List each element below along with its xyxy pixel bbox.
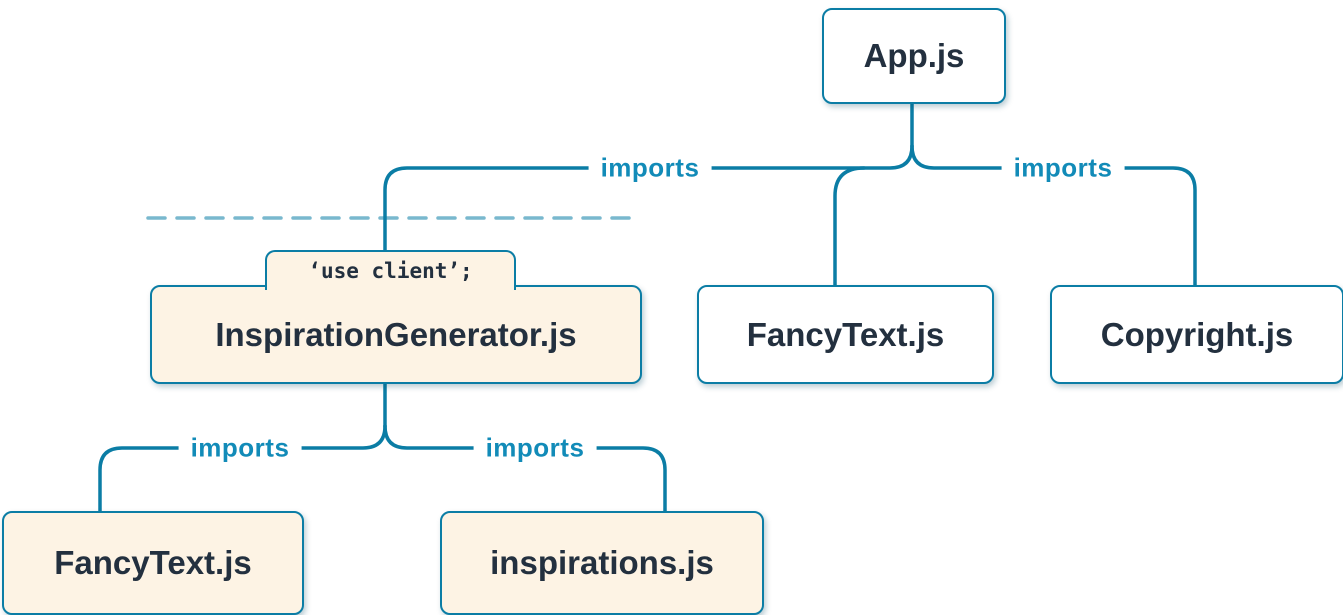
node-app-label: App.js [863,37,965,74]
edge-app-to-copyright [910,144,1197,289]
node-fancytext-top: FancyText.js [697,285,994,384]
edge-label-app-inspirationgenerator: imports [588,152,712,184]
edge-label-inspirationgenerator-inspirations: imports [473,432,597,464]
edge-inspirationgenerator-to-inspirations [383,424,667,515]
node-inspiration-generator-label: InspirationGenerator.js [215,315,577,353]
node-app: App.js [822,8,1006,104]
edge-label-inspirationgenerator-fancytext: imports [178,432,302,464]
use-client-directive-label: ‘use client’; [308,259,473,283]
node-inspiration-generator: InspirationGenerator.js [150,285,642,384]
node-inspirations: inspirations.js [440,511,764,615]
edge-app-to-fancytext [833,166,866,289]
node-fancytext-bottom: FancyText.js [2,511,304,615]
node-fancytext-bottom-label: FancyText.js [54,544,252,581]
edge-label-app-copyright: imports [1001,152,1125,184]
node-inspirations-label: inspirations.js [490,544,714,581]
edge-inspirationgenerator-to-fancytext [98,424,387,515]
use-client-directive-tab: ‘use client’; [265,250,516,290]
edge-app-to-inspirationgenerator [383,144,914,258]
node-fancytext-top-label: FancyText.js [746,315,945,353]
node-copyright-label: Copyright.js [1100,315,1294,353]
node-copyright: Copyright.js [1050,285,1343,384]
